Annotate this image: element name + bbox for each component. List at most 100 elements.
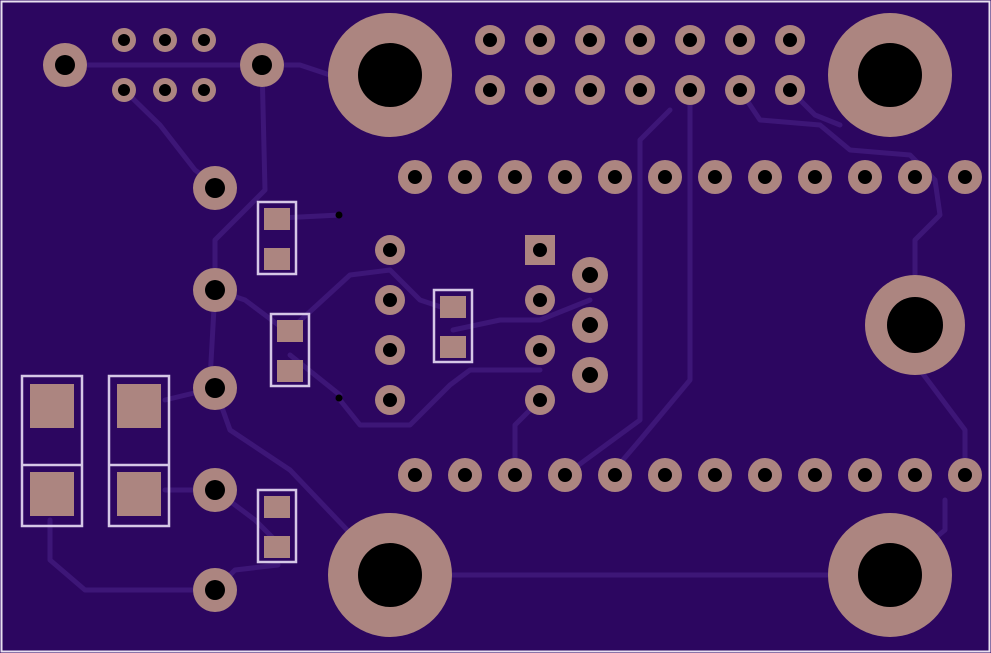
pad-drill	[533, 343, 547, 357]
pad-drill	[205, 580, 225, 600]
mounting-hole-drill	[358, 543, 422, 607]
pad-drill	[533, 33, 547, 47]
smd-pad	[440, 296, 466, 318]
pad-drill	[658, 170, 672, 184]
pad-drill	[633, 83, 647, 97]
smd-pad	[264, 248, 290, 270]
pad-drill	[808, 170, 822, 184]
pad-drill	[159, 84, 171, 96]
pad-drill	[708, 170, 722, 184]
pad-drill	[958, 468, 972, 482]
pad-drill	[633, 33, 647, 47]
smd-component	[256, 200, 298, 276]
smd-pad	[440, 336, 466, 358]
pad-drill	[483, 83, 497, 97]
mounting-hole-drill	[887, 297, 943, 353]
pad-drill	[205, 280, 225, 300]
pad-drill	[55, 55, 75, 75]
pad-drill	[383, 393, 397, 407]
module-pin-row-top	[398, 160, 982, 194]
mounting-hole-drill	[358, 43, 422, 107]
smd-pad	[277, 320, 303, 342]
silkscreen-outline	[256, 200, 298, 276]
pad-drill	[582, 267, 598, 283]
pad-drill	[408, 170, 422, 184]
smd-pad	[30, 384, 74, 428]
pad-drill	[708, 468, 722, 482]
pad-drill	[608, 170, 622, 184]
pad-drill	[558, 468, 572, 482]
smd-pad	[264, 208, 290, 230]
smd-passives	[256, 200, 474, 564]
pad-drill	[908, 170, 922, 184]
pad-drill	[908, 468, 922, 482]
pad-drill	[533, 243, 547, 257]
smd-component	[432, 288, 474, 364]
pad-drill	[783, 83, 797, 97]
silkscreen-outline	[432, 288, 474, 364]
module-pin-row-bottom	[398, 458, 982, 492]
mounting-hole-drill	[858, 43, 922, 107]
pad-drill	[733, 33, 747, 47]
pad-drill	[683, 83, 697, 97]
smd-pad	[117, 384, 161, 428]
pad-drill	[958, 170, 972, 184]
vias	[335, 211, 343, 402]
pad-drill	[758, 170, 772, 184]
pad-drill	[383, 243, 397, 257]
pad-drill	[582, 317, 598, 333]
large-smd-component	[107, 374, 171, 528]
silkscreen-outline	[256, 488, 298, 564]
via	[335, 211, 343, 219]
pad-drill	[408, 468, 422, 482]
large-smd-components	[20, 374, 171, 528]
connector-pads	[43, 43, 284, 87]
pad-column-left	[193, 166, 237, 612]
pad-drill	[508, 170, 522, 184]
silkscreen-outline	[107, 374, 171, 528]
pad-drill	[159, 34, 171, 46]
pad-drill	[508, 468, 522, 482]
smd-pad	[117, 472, 161, 516]
pad-drill	[733, 83, 747, 97]
pad-drill	[558, 170, 572, 184]
pad-drill	[533, 293, 547, 307]
silkscreen-outline	[269, 312, 311, 388]
pad-drill	[758, 468, 772, 482]
smd-pad	[277, 360, 303, 382]
pad-drill	[583, 83, 597, 97]
three-pin-connector	[572, 257, 608, 393]
pad-drill	[383, 293, 397, 307]
pin-header-top	[475, 25, 805, 105]
pad-drill	[205, 378, 225, 398]
silkscreen-outline	[20, 374, 84, 528]
pad-drill	[582, 367, 598, 383]
smd-pad	[30, 472, 74, 516]
ic-footprint	[375, 235, 555, 415]
pad-drill	[658, 468, 672, 482]
pad-drill	[118, 34, 130, 46]
smd-pad	[264, 496, 290, 518]
pad-drill	[858, 170, 872, 184]
mounting-holes	[328, 13, 965, 637]
pad-drill	[118, 84, 130, 96]
pad-drill	[583, 33, 597, 47]
pad-drill	[205, 480, 225, 500]
pad-drill	[198, 84, 210, 96]
pad-drill	[608, 468, 622, 482]
mounting-hole-drill	[858, 543, 922, 607]
pad-drill	[458, 468, 472, 482]
smd-pad	[264, 536, 290, 558]
pad-drill	[205, 178, 225, 198]
smd-component	[269, 312, 311, 388]
pad-drill	[533, 83, 547, 97]
pad-drill	[858, 468, 872, 482]
via	[335, 394, 343, 402]
pad-drill	[198, 34, 210, 46]
pad-drill	[458, 170, 472, 184]
smd-component	[256, 488, 298, 564]
pad-drill	[783, 33, 797, 47]
